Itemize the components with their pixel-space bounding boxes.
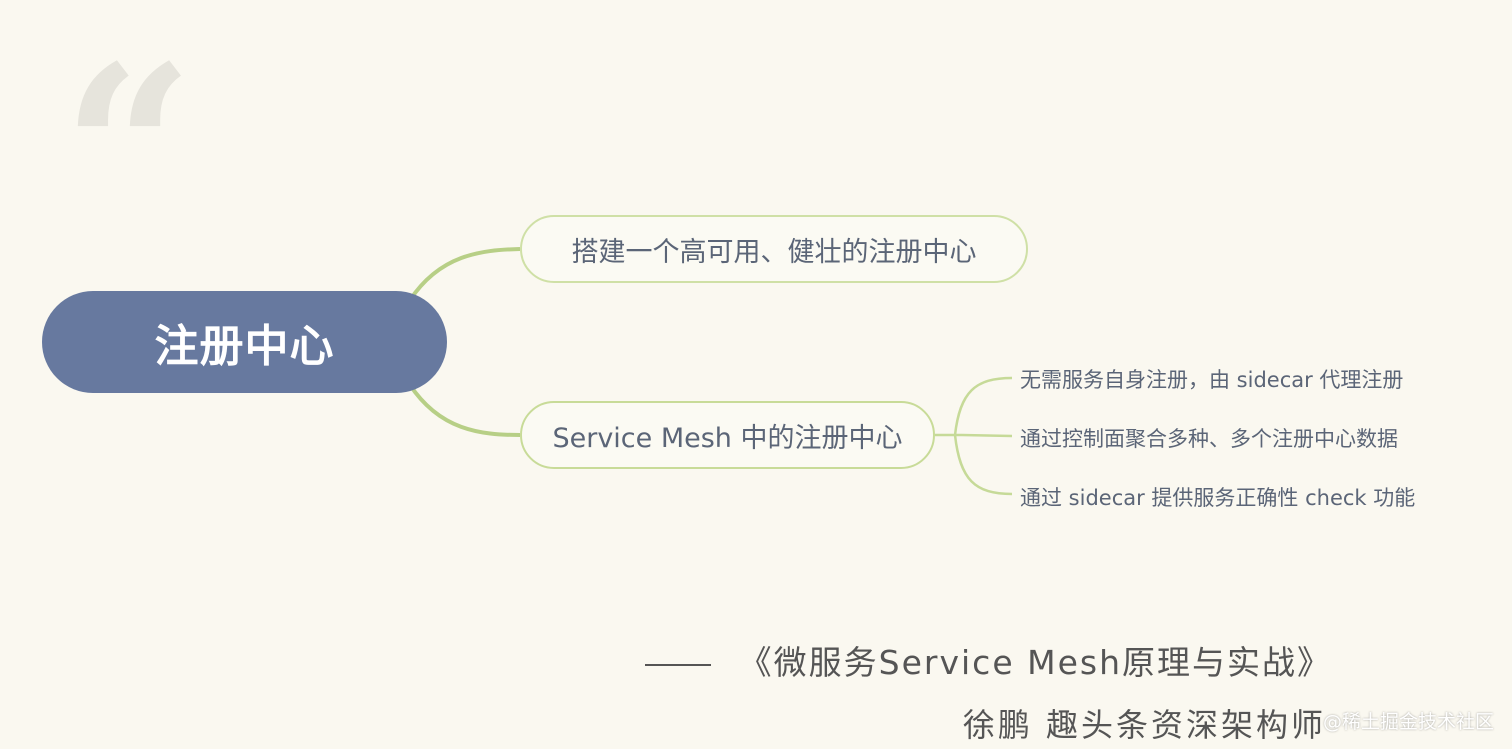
leaf-node-3: 通过 sidecar 提供服务正确性 check 功能 bbox=[1020, 486, 1416, 510]
branch-node-1-label: 搭建一个高可用、健壮的注册中心 bbox=[571, 236, 977, 268]
citation-dash bbox=[644, 663, 711, 666]
branch-node-2: Service Mesh 中的注册中心 bbox=[520, 401, 935, 469]
link-root-branch-1 bbox=[408, 247, 521, 302]
link-root-branch-2 bbox=[408, 383, 521, 437]
link-leaf-1 bbox=[953, 376, 1013, 436]
root-node-label: 注册中心 bbox=[154, 321, 335, 372]
branch-node-2-label: Service Mesh 中的注册中心 bbox=[552, 422, 903, 454]
author-credit: 徐鹏 趣头条资深架构师 bbox=[962, 706, 1326, 744]
branch-node-1: 搭建一个高可用、健壮的注册中心 bbox=[520, 215, 1028, 283]
link-leaf-2 bbox=[961, 433, 1013, 438]
watermark: @稀土掘金技术社区 bbox=[1322, 711, 1494, 733]
leaf-node-1: 无需服务自身注册，由 sidecar 代理注册 bbox=[1020, 368, 1404, 392]
citation: 《微服务Service Mesh原理与实战》 bbox=[644, 636, 1332, 684]
leaf-node-2: 通过控制面聚合多种、多个注册中心数据 bbox=[1020, 427, 1398, 451]
root-node: 注册中心 bbox=[42, 291, 447, 393]
link-leaf-3 bbox=[953, 434, 1013, 496]
quote-mark-icon: “ bbox=[62, 16, 195, 286]
citation-title: 《微服务Service Mesh原理与实战》 bbox=[738, 643, 1332, 682]
